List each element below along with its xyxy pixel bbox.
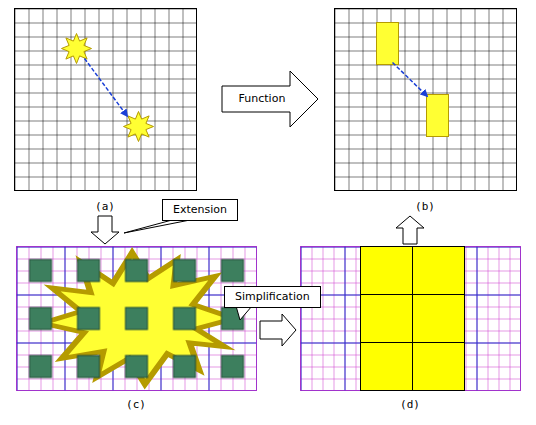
callout-text: Extension xyxy=(173,203,227,216)
grid-panel-d xyxy=(301,247,521,391)
block-arrow xyxy=(396,216,424,244)
block-arrow xyxy=(260,314,296,346)
grid xyxy=(335,9,517,191)
callout-text: Simplification xyxy=(235,290,310,303)
grid xyxy=(15,9,197,191)
arrow-label: Function xyxy=(239,92,286,106)
panel-label: (d) xyxy=(300,398,520,412)
region-rect xyxy=(427,95,449,137)
panel-d: (d) xyxy=(300,246,520,412)
coarse-grid xyxy=(17,247,257,391)
callout-box: Extension xyxy=(162,199,238,221)
coarse-grid xyxy=(301,247,521,391)
cell-divider xyxy=(361,294,465,295)
block-arrow xyxy=(222,71,318,127)
grid-panel-a xyxy=(15,9,197,191)
cell-divider xyxy=(412,247,413,391)
grid-panel-b xyxy=(335,9,517,191)
motion-arrow xyxy=(393,63,428,97)
cell-divider xyxy=(361,342,465,343)
callout-tail xyxy=(236,306,252,320)
cell-markers xyxy=(17,247,257,391)
region-shape xyxy=(62,34,92,64)
callout-box: Simplification xyxy=(224,286,321,308)
panel-a: (a) xyxy=(14,8,196,214)
panel-label: (b) xyxy=(334,200,516,214)
motion-arrow xyxy=(85,59,128,117)
callout-tail xyxy=(124,220,190,233)
panel-b: (b) xyxy=(334,8,516,214)
panel-c: (c) xyxy=(16,246,256,412)
block-arrow xyxy=(91,216,119,244)
region-rect xyxy=(377,23,399,65)
grid-panel-c xyxy=(17,247,257,391)
fine-grid xyxy=(17,247,257,391)
panel-label: (c) xyxy=(16,398,256,412)
fine-grid xyxy=(301,247,521,391)
region-rect xyxy=(361,247,465,391)
